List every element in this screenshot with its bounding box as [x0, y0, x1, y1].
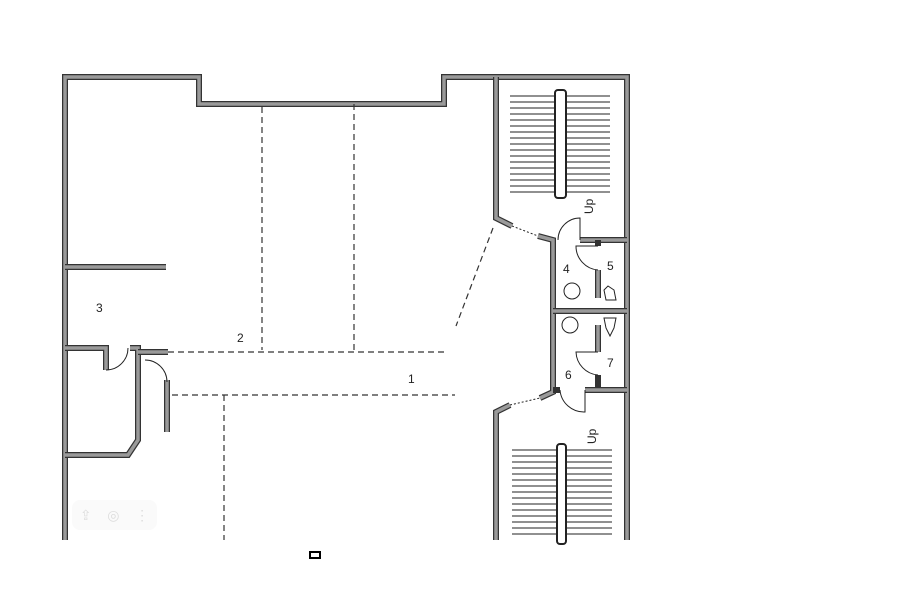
toilet-icon [603, 317, 617, 338]
walls [62, 74, 630, 540]
stair-up-label: Up [585, 428, 599, 444]
stairs-upper [510, 89, 610, 199]
doors [105, 217, 599, 413]
stair-handrail [554, 89, 567, 199]
sink-icon [563, 282, 581, 300]
stair-handrail [556, 443, 567, 545]
room-label-3: 3 [96, 301, 103, 315]
stairs-lower [512, 443, 612, 545]
room-label-6: 6 [565, 368, 572, 382]
sink-icon [561, 316, 579, 334]
room-label-1: 1 [408, 372, 415, 386]
room-label-7: 7 [607, 356, 614, 370]
image-toolbar: ⇪ ◎ ⋮ [72, 500, 157, 530]
marker [309, 551, 321, 559]
stair-up-label: Up [582, 198, 596, 214]
share-icon[interactable]: ⇪ [79, 506, 92, 523]
dashed-zone-lines [168, 104, 494, 540]
room-label-2: 2 [237, 331, 244, 345]
more-icon[interactable]: ⋮ [135, 506, 150, 523]
room-label-5: 5 [607, 259, 614, 273]
fixtures [561, 282, 617, 338]
room-label-4: 4 [563, 262, 570, 276]
toilet-icon [603, 285, 617, 301]
camera-icon[interactable]: ◎ [107, 506, 120, 523]
